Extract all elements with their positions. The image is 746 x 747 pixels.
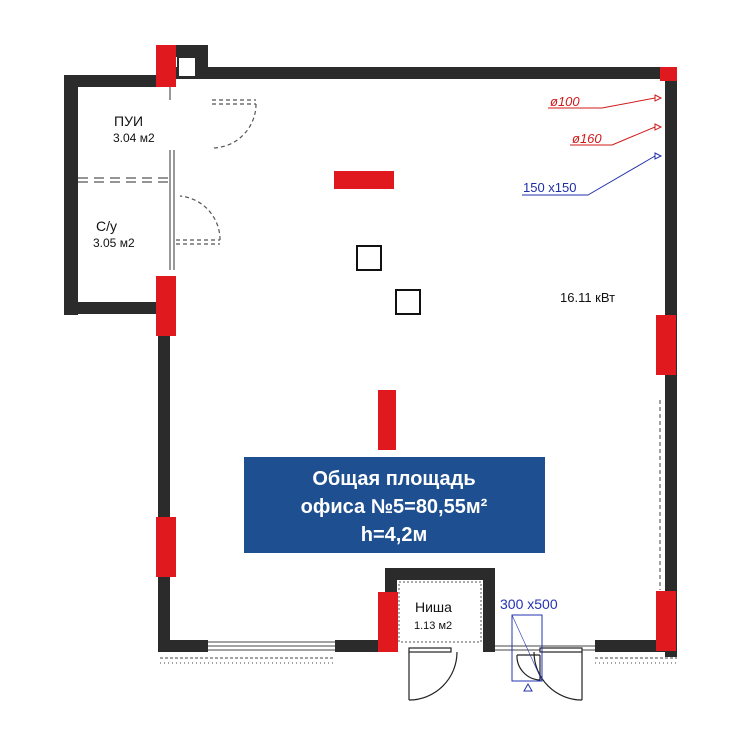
beam-vertical	[378, 390, 396, 450]
niche-wall-right	[483, 568, 495, 652]
niche-area: 1.13 м2	[414, 620, 452, 632]
vent-150-label: 150 x150	[523, 180, 577, 195]
wall-notch-right	[196, 45, 208, 79]
wall-top	[172, 67, 677, 79]
door-bathroom	[176, 195, 221, 245]
pui-area: 3.04 м2	[113, 131, 155, 145]
niche-name: Ниша	[415, 599, 452, 615]
wall-annex-bottom	[64, 302, 174, 314]
beam-horizontal	[334, 171, 394, 189]
partitions	[78, 87, 257, 270]
column-niche	[378, 592, 398, 652]
door-pui	[211, 99, 257, 149]
summary-line-2: офиса №5=80,55м²	[301, 496, 488, 518]
column-top-left	[156, 45, 176, 87]
shaft-square-2	[395, 289, 421, 315]
opening-marker	[511, 614, 543, 692]
duct-100-label: ø100	[550, 94, 580, 109]
niche-lining	[398, 581, 482, 643]
columns	[156, 45, 677, 652]
column-right-upper	[656, 315, 676, 375]
wall-left	[158, 302, 170, 652]
duct-160-label: ø160	[572, 131, 602, 146]
column-right-lower	[656, 591, 676, 651]
bathroom-name: С/у	[96, 218, 117, 234]
column-left-lower	[156, 517, 176, 577]
shaft-top	[177, 56, 197, 78]
power-label: 16.11 кВт	[560, 290, 615, 305]
wall-annex-top	[64, 75, 174, 87]
summary-box	[244, 457, 545, 553]
column-left-upper	[156, 276, 176, 336]
entrance-doors	[408, 647, 583, 701]
shaft-square-1	[356, 245, 382, 271]
summary-line-1: Общая площадь	[312, 468, 475, 490]
summary-line-3: h=4,2м	[361, 524, 428, 546]
opening-label: 300 x500	[500, 596, 558, 612]
niche-wall-top	[385, 568, 495, 580]
bathroom-area: 3.05 м2	[93, 236, 135, 250]
wall-annex-left	[64, 75, 78, 315]
wall-bottom-left	[158, 640, 208, 652]
duct-leaders	[522, 94, 663, 196]
pui-name: ПУИ	[114, 113, 143, 129]
column-top-right	[660, 67, 677, 81]
